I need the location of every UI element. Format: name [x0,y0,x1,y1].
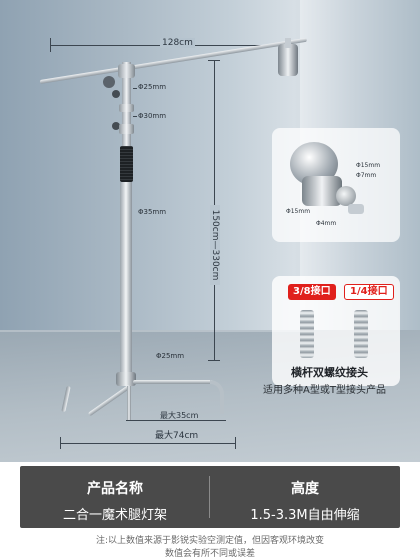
grip-spigot [285,38,291,48]
footnote-line-2: 数值会有所不同或误差 [164,549,255,559]
spec-height-heading: 高度 [291,481,319,497]
diameter-35-label: Φ35mm [138,208,167,216]
d30-leader [133,116,137,117]
spread-74-line [60,443,235,444]
spread-74-label: 最大74cm [155,431,199,441]
product-scene: 128cm Φ25mm Φ30mm Φ35mm Φ25mm 150cm—330c… [0,0,420,510]
badge-3-8-interface: 3/8接口 [288,284,336,300]
boom-knob [103,76,115,88]
clamp-knob [336,186,356,206]
collar-1 [119,104,134,112]
leg-right-curve [210,380,224,414]
pole-bottom [120,182,132,377]
adapter-card: 3/8接口 1/4接口 [272,276,400,386]
knob-2 [112,122,120,130]
adapter-subtitle: 适用多种A型或T型接头产品 [263,385,386,396]
knob-1 [112,90,120,98]
spread-74-tick-right [235,437,236,449]
boom-dim-tick-left [50,38,51,52]
spec-divider [209,476,210,518]
spec-name-heading: 产品名称 [87,481,143,497]
pole-top-head [118,64,135,78]
adapter-right-image [354,310,368,358]
spread-35-label: 最大35cm [160,411,199,420]
clamp-d15-b-label: Φ15mm [286,208,311,215]
grip-sleeve [120,146,133,182]
grip-head [278,44,298,76]
badge-1-4-interface: 1/4接口 [344,284,394,300]
clamp-detail-card: Φ15mm Φ7mm Φ15mm Φ4mm [272,128,400,242]
height-dim-tick-bottom [208,360,220,361]
spec-panel [20,466,400,528]
diameter-25-base-label: Φ25mm [156,352,185,360]
clamp-d7-label: Φ7mm [356,172,377,179]
spec-name: 产品名称 二合一魔术腿灯架 [20,472,210,532]
clamp-screw [348,204,364,214]
spread-74-tick-left [60,437,61,449]
spec-height: 高度 1.5-3.3M自由伸缩 [210,472,400,532]
collar-2 [119,124,134,134]
leg-center [127,386,131,420]
adapter-left-image [300,310,314,358]
base-collar [116,372,136,386]
footnote-line-1: 注:以上数值来源于影锐实验空测定值，但因客观环境改变 [95,536,325,546]
clamp-d15-a-label: Φ15mm [356,162,381,169]
boom-length-label: 128cm [160,38,195,48]
spec-height-value: 1.5-3.3M自由伸缩 [250,508,360,523]
height-range-label: 150cm—330cm [210,205,220,285]
spec-name-value: 二合一魔术腿灯架 [62,508,167,523]
spread-35-line [126,420,226,421]
diameter-25-top-label: Φ25mm [138,83,167,91]
clamp-d4-label: Φ4mm [316,220,337,227]
d25-leader [133,88,137,89]
floor-edge [0,330,300,332]
leg-right [133,380,213,384]
diameter-30-label: Φ30mm [138,112,167,120]
clamp-body [302,176,342,206]
adapter-title: 横杆双螺纹接头 [291,366,368,379]
height-dim-tick-top [208,60,220,61]
